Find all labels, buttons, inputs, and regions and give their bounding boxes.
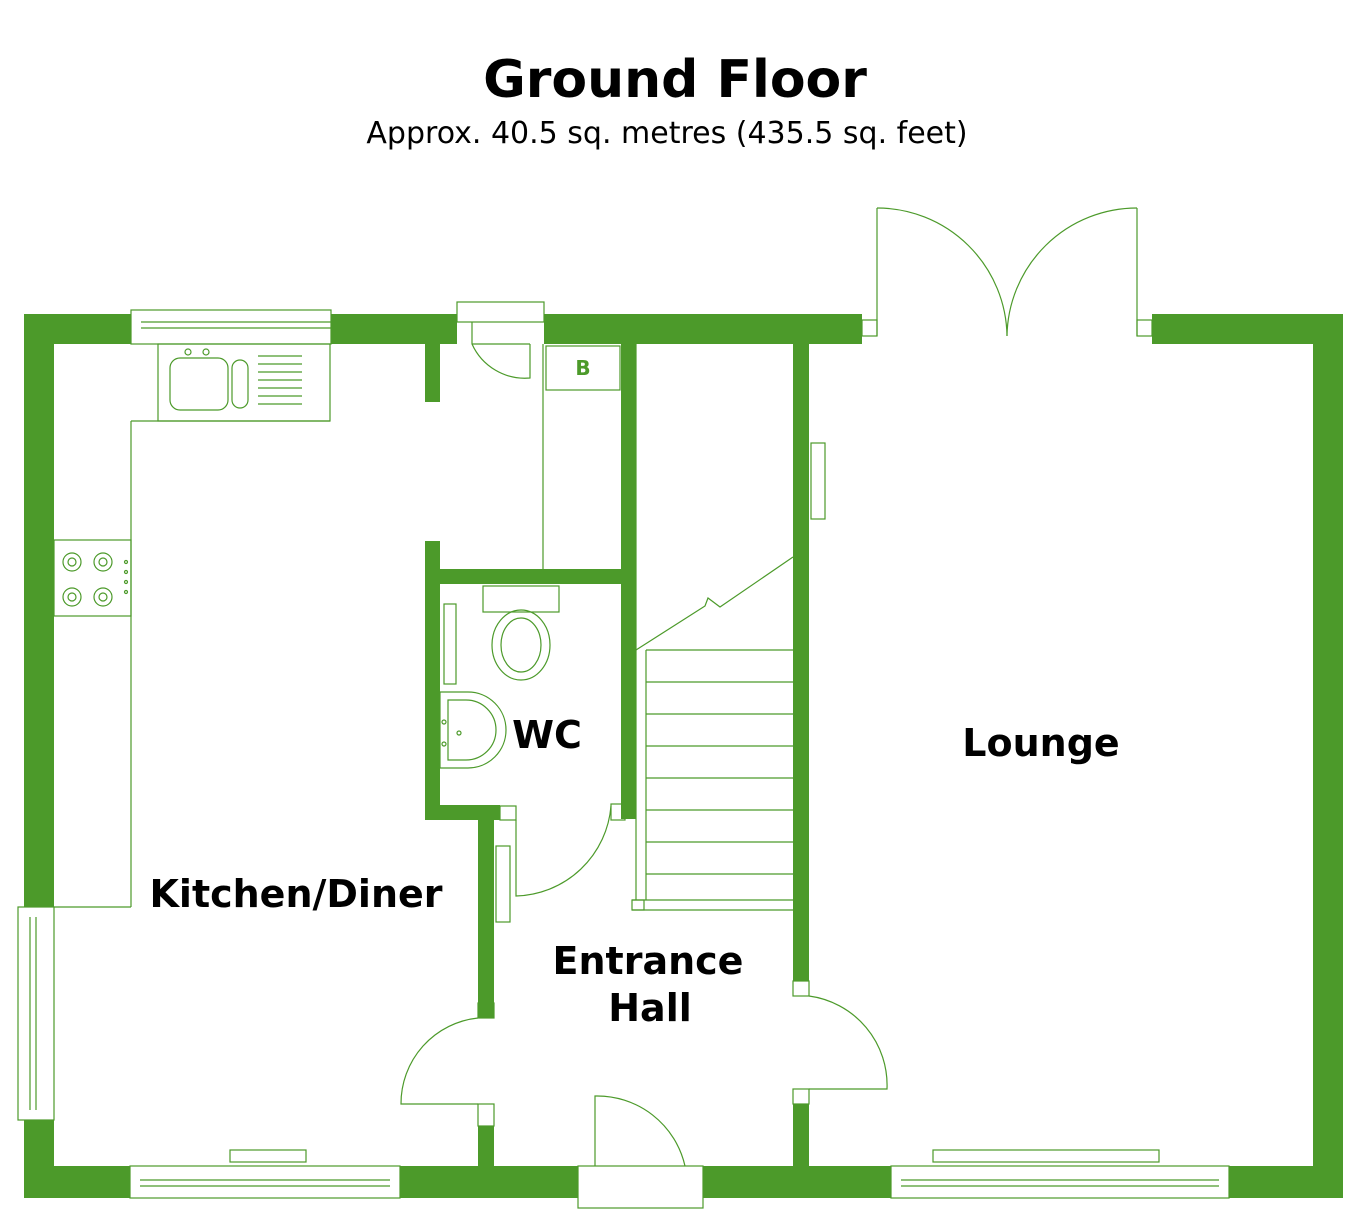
floor-title: Ground Floor [483, 50, 867, 110]
windows [17, 309, 1230, 1199]
room-label-wc: WC [512, 713, 582, 757]
floor-area: Approx. 40.5 sq. metres (435.5 sq. feet) [366, 116, 967, 151]
boiler-label: B [575, 356, 590, 380]
staircase [631, 344, 794, 911]
wc-fittings [439, 585, 560, 769]
room-label-lounge: Lounge [962, 721, 1119, 765]
walls [24, 314, 1343, 1198]
utility-area: B [542, 344, 621, 569]
room-label-hall: Hall [608, 986, 692, 1030]
room-label-kitchen-diner: Kitchen/Diner [149, 872, 442, 916]
room-label-entrance: Entrance [553, 939, 744, 983]
doors [400, 207, 1153, 1209]
kitchen-fittings [53, 343, 331, 908]
